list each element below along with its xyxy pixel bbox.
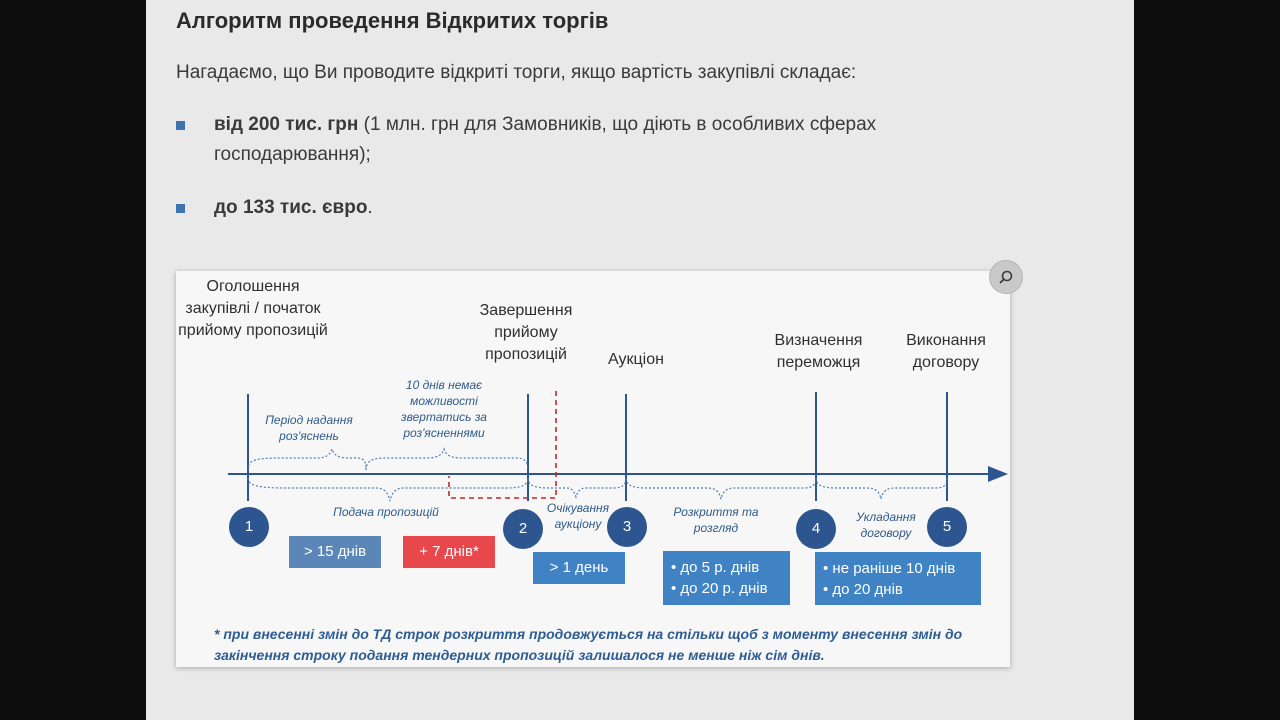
box-min-1-day: > 1 день	[533, 552, 625, 584]
search-icon	[999, 270, 1013, 284]
timeline-diagram	[228, 391, 1008, 502]
review-line-1: • до 5 р. днів	[671, 559, 760, 576]
bullet-bold: від 200 тис. грн	[214, 114, 359, 135]
bullet-square-icon	[176, 121, 185, 130]
step-4: 4	[796, 509, 836, 549]
box-min-15-days: > 15 днів	[289, 536, 381, 568]
content-panel: Алгоритм проведення Відкритих торгів Наг…	[146, 0, 1134, 720]
header-announce: Оголошення закупівлі / початок прийому п…	[178, 278, 328, 339]
header-auction: Аукціон	[608, 351, 664, 368]
step-1: 1	[229, 507, 269, 547]
contract-line-2: • до 20 днів	[823, 581, 903, 598]
header-end-accept: Завершення прийому пропозицій	[479, 302, 573, 363]
header-winner: Визначення переможця	[774, 332, 863, 371]
box-contract-period: • не раніше 10 днів • до 20 днів	[815, 552, 981, 605]
step-2: 2	[503, 509, 543, 549]
step-5: 5	[927, 507, 967, 547]
bullet-bold: до 133 тис. євро	[214, 197, 368, 218]
box-review-period: • до 5 р. днів • до 20 р. днів	[663, 551, 790, 605]
diagram-image[interactable]: Оголошення закупівлі / початок прийому п…	[176, 271, 1010, 667]
bullet-text: .	[367, 197, 373, 218]
footnote: * при внесенні змін до ТД строк розкритт…	[214, 626, 963, 663]
contract-line-1: • не раніше 10 днів	[823, 560, 956, 577]
box-plus-7-days: + 7 днів*	[403, 536, 495, 568]
header-contract: Виконання договору	[906, 332, 986, 371]
step-3: 3	[607, 507, 647, 547]
note-clarification-period: Період надання роз'яснень	[265, 413, 353, 443]
bullet-square-icon	[176, 204, 185, 213]
page-title: Алгоритм проведення Відкритих торгів	[176, 8, 609, 33]
zoom-button[interactable]	[989, 260, 1023, 294]
note-submission: Подача пропозицій	[333, 505, 439, 519]
intro-text: Нагадаємо, що Ви проводите відкриті торг…	[176, 62, 857, 83]
note-conclusion: Укладання договору	[856, 510, 916, 540]
bullet-text: (1 млн. грн для Замовників, що діють в о…	[214, 114, 877, 165]
note-opening-review: Розкриття та розгляд	[673, 505, 759, 535]
note-waiting-auction: Очікування аукціону	[546, 501, 610, 531]
red-dashed-bracket	[448, 391, 557, 499]
note-no-clarification: 10 днів немає можливості звертатись за р…	[401, 378, 487, 440]
review-line-2: • до 20 р. днів	[671, 580, 768, 597]
